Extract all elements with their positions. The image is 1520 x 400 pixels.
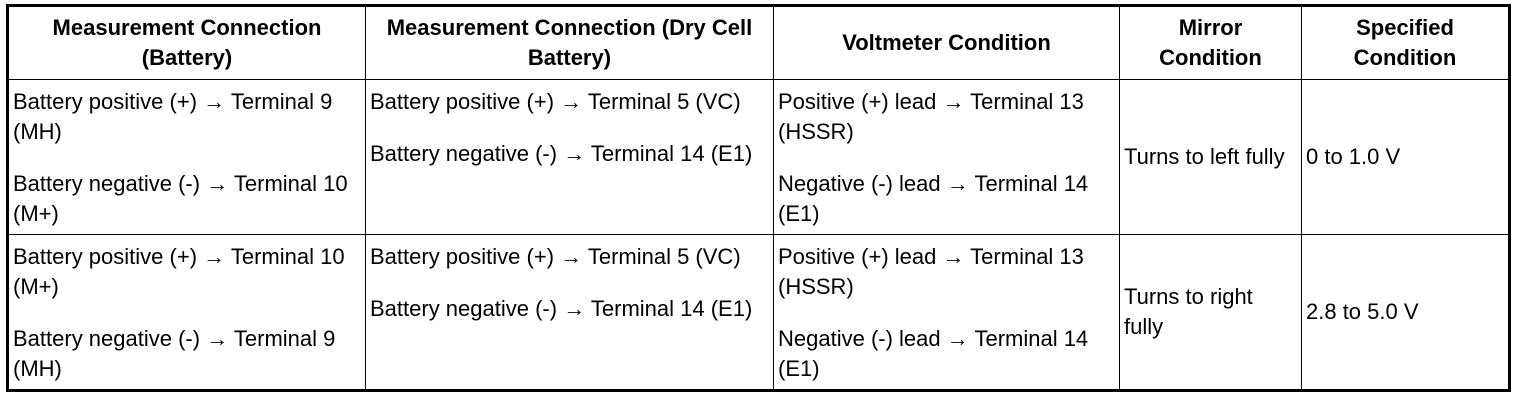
battery-positive-connection: Battery positive (+) → Terminal 10 (M+) bbox=[13, 243, 345, 299]
dry-cell-positive-connection: Battery positive (+) → Terminal 5 (VC) bbox=[370, 89, 741, 114]
battery-negative-connection: Battery negative (-) → Terminal 10 (M+) bbox=[13, 171, 348, 226]
cell-battery-connection: Battery positive (+) → Terminal 9 (MH) B… bbox=[7, 79, 366, 235]
dry-cell-negative-connection: Battery negative (-) → Terminal 14 (E1) bbox=[370, 141, 753, 166]
table-row: Battery positive (+) → Terminal 10 (M+) … bbox=[7, 233, 1510, 392]
voltmeter-positive-lead: Positive (+) lead → Terminal 13 (HSSR) bbox=[778, 89, 1084, 144]
specification-table: Measurement Connection (Battery) Measure… bbox=[6, 4, 1511, 392]
cell-mirror-condition: Turns to right fully bbox=[1119, 233, 1302, 392]
cell-battery-connection: Battery positive (+) → Terminal 10 (M+) … bbox=[7, 233, 366, 392]
cell-dry-cell-connection: Battery positive (+) → Terminal 5 (VC) B… bbox=[365, 233, 774, 392]
dry-cell-negative-connection: Battery negative (-) → Terminal 14 (E1) bbox=[370, 295, 753, 321]
battery-negative-connection: Battery negative (-) → Terminal 9 (MH) bbox=[13, 325, 336, 381]
spec-table-container: Measurement Connection (Battery) Measure… bbox=[6, 4, 1511, 392]
header-measurement-battery: Measurement Connection (Battery) bbox=[7, 5, 366, 80]
header-measurement-dry-cell: Measurement Connection (Dry Cell Battery… bbox=[365, 5, 774, 80]
voltmeter-positive-lead: Positive (+) lead → Terminal 13 (HSSR) bbox=[778, 243, 1084, 299]
header-specified-condition: Specified Condition bbox=[1301, 5, 1510, 80]
cell-specified-condition: 2.8 to 5.0 V bbox=[1301, 233, 1510, 392]
dry-cell-positive-connection: Battery positive (+) → Terminal 5 (VC) bbox=[370, 243, 741, 269]
cell-specified-condition: 0 to 1.0 V bbox=[1301, 79, 1510, 235]
table-header-row: Measurement Connection (Battery) Measure… bbox=[7, 5, 1510, 80]
voltmeter-negative-lead: Negative (-) lead → Terminal 14 (E1) bbox=[778, 171, 1089, 226]
battery-positive-connection: Battery positive (+) → Terminal 9 (MH) bbox=[13, 89, 333, 144]
header-mirror-condition: Mirror Condition bbox=[1119, 5, 1302, 80]
header-voltmeter-condition: Voltmeter Condition bbox=[773, 5, 1120, 80]
table-row: Battery positive (+) → Terminal 9 (MH) B… bbox=[7, 79, 1510, 235]
cell-voltmeter-condition: Positive (+) lead → Terminal 13 (HSSR) N… bbox=[773, 233, 1120, 392]
voltmeter-negative-lead: Negative (-) lead → Terminal 14 (E1) bbox=[778, 325, 1089, 381]
cell-mirror-condition: Turns to left fully bbox=[1119, 79, 1302, 235]
cell-dry-cell-connection: Battery positive (+) → Terminal 5 (VC) B… bbox=[365, 79, 774, 235]
cell-voltmeter-condition: Positive (+) lead → Terminal 13 (HSSR) N… bbox=[773, 79, 1120, 235]
